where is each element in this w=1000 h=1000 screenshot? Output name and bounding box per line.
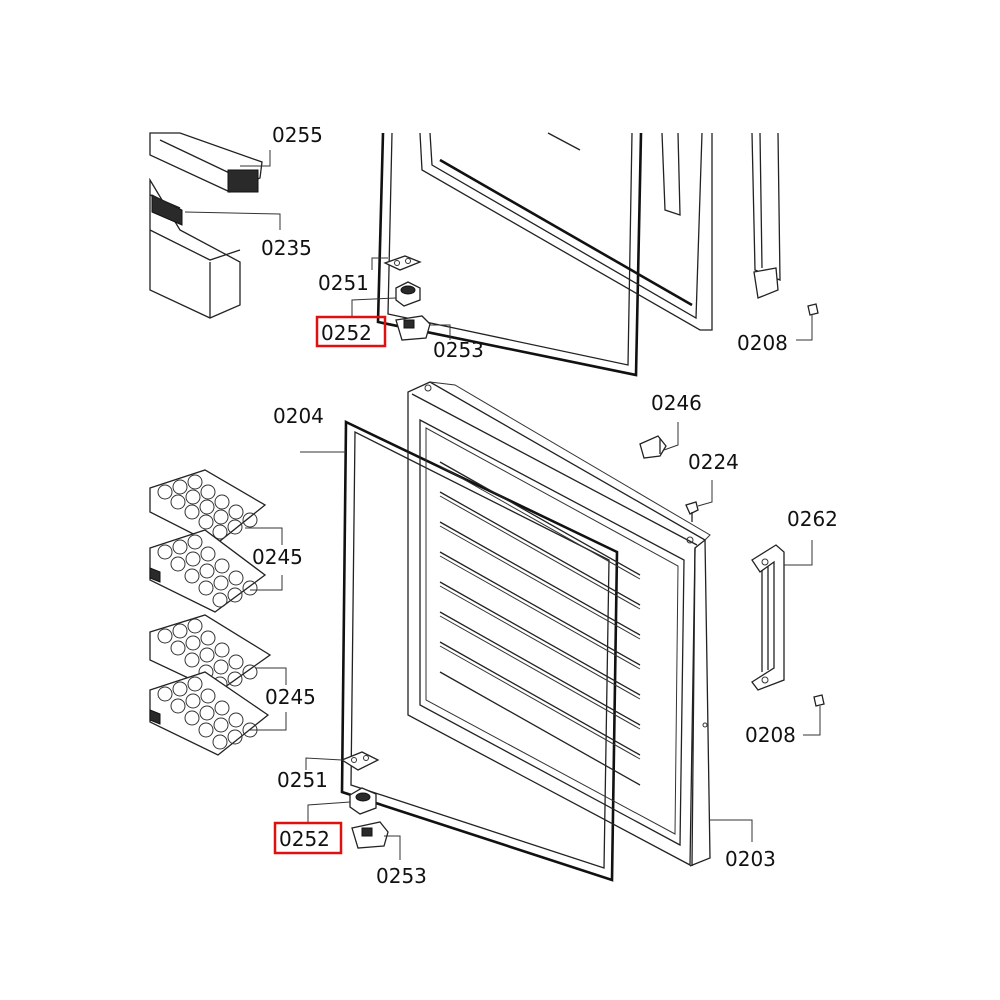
clip-0208-bottom: [813, 694, 825, 707]
clip-0208-top: [807, 303, 819, 316]
label-0252-bottom: 0252: [279, 827, 330, 851]
highlight-box-0252-bottom: [273, 821, 343, 855]
label-0251-bottom: 0251: [277, 768, 328, 792]
label-0204: 0204: [273, 404, 324, 428]
screw-0224: [685, 501, 699, 522]
label-0262: 0262: [787, 507, 838, 531]
door-handle-0262: [751, 544, 785, 691]
label-0224: 0224: [688, 450, 739, 474]
label-0251-top: 0251: [318, 271, 369, 295]
highlight-box-0252-top: [315, 315, 387, 348]
label-0252-top: 0252: [321, 321, 372, 345]
door-bin-0235: [149, 177, 241, 319]
leader-lines: [184, 150, 821, 860]
door-panel-ribs: [439, 461, 641, 786]
egg-tray-0245-1: [149, 469, 267, 546]
door-shelf-0255: [149, 132, 263, 193]
door-panel-0203: [407, 381, 711, 867]
label-0203: 0203: [725, 847, 776, 871]
label-0246: 0246: [651, 391, 702, 415]
label-0253-top: 0253: [433, 338, 484, 362]
hinge-bushing-0252-top: [395, 281, 421, 307]
door-gasket-0204: [340, 419, 619, 882]
egg-tray-0245-4: [149, 671, 270, 756]
part-labels: 0255 0235 0251 0252 0253 0208 0246 0204 …: [252, 123, 838, 888]
hinge-cap-0253-top: [395, 315, 431, 341]
egg-tray-0245-3: [149, 614, 272, 693]
upper-door-assembly: [376, 132, 781, 377]
label-0208-top: 0208: [737, 331, 788, 355]
label-0245-b: 0245: [265, 685, 316, 709]
door-stop-0246: [639, 435, 667, 459]
label-0255: 0255: [272, 123, 323, 147]
label-0208-bottom: 0208: [745, 723, 796, 747]
egg-tray-0245-2: [149, 529, 267, 613]
label-0245-a: 0245: [252, 545, 303, 569]
hinge-plate-0251-top: [383, 255, 422, 271]
hinge-bushing-0252-bottom: [349, 787, 377, 815]
hinge-cap-0253-bottom: [351, 821, 389, 849]
hinge-plate-0251-bottom: [340, 751, 380, 771]
label-0253-bottom: 0253: [376, 864, 427, 888]
label-0235: 0235: [261, 236, 312, 260]
